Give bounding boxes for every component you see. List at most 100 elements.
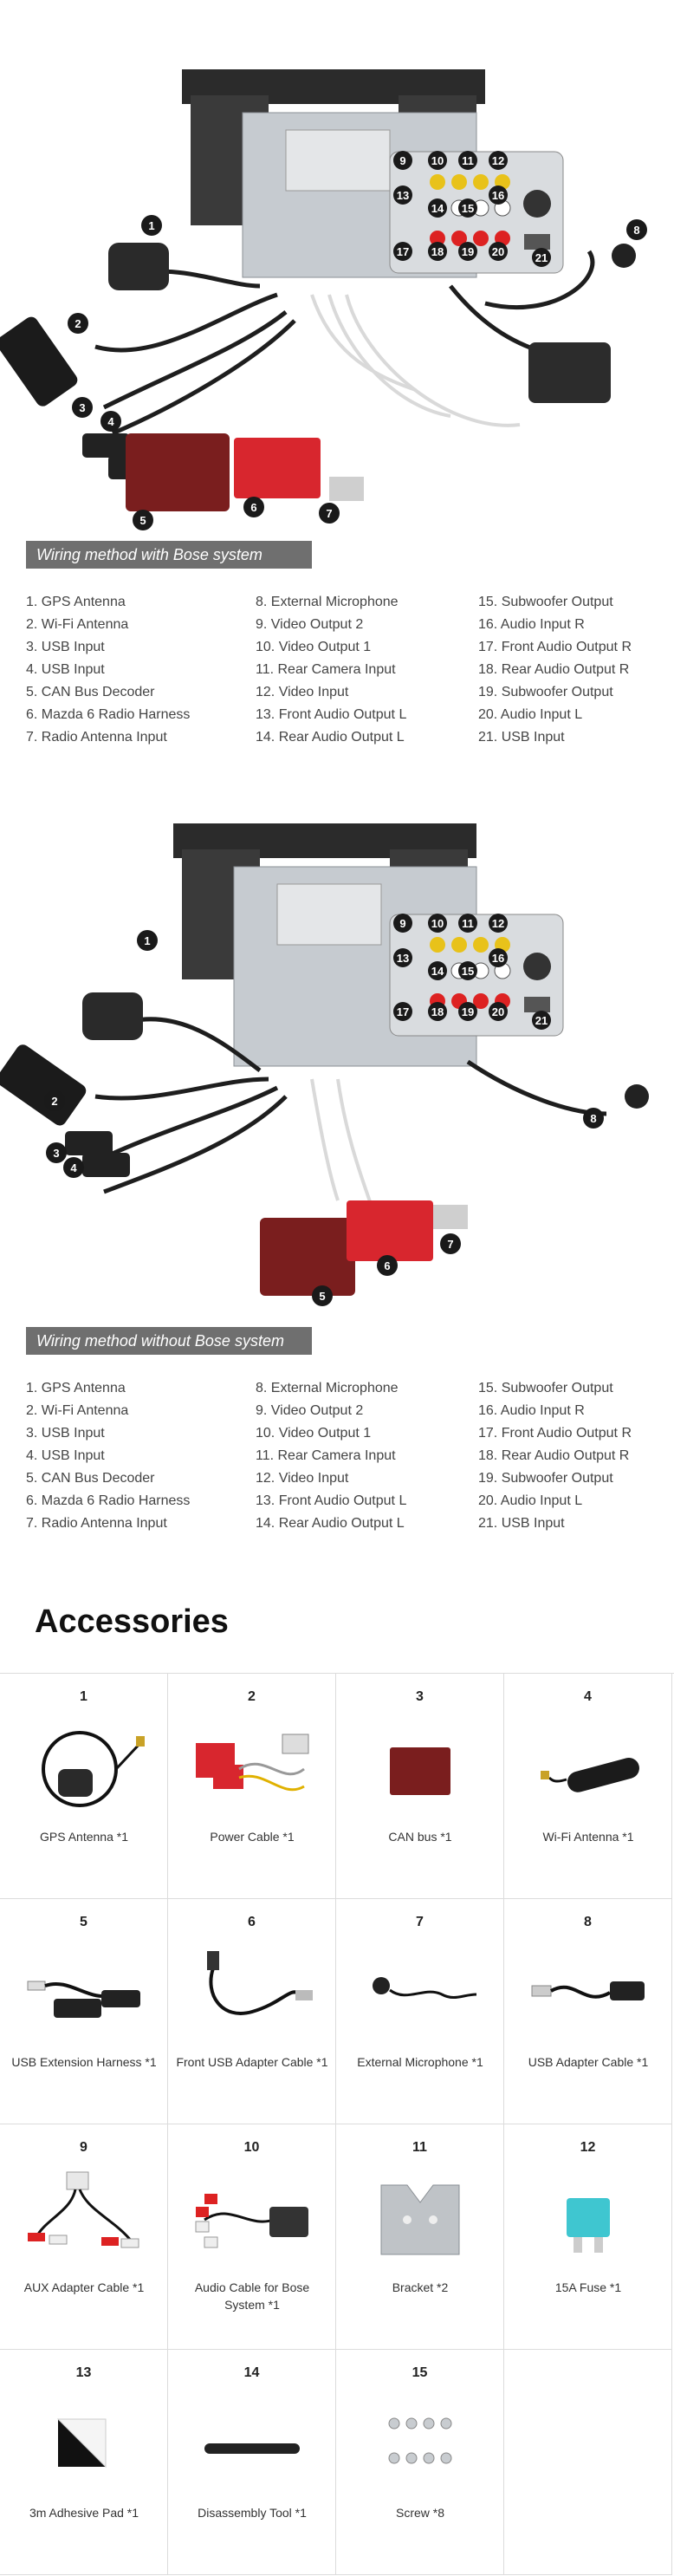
legend-item: 11. Rear Camera Input bbox=[256, 662, 396, 677]
accessories-title: Accessories bbox=[35, 1603, 229, 1640]
svg-text:18: 18 bbox=[431, 245, 444, 258]
legend-column: 8. External Microphone 9. Video Output 2… bbox=[256, 591, 406, 749]
accessory-number: 12 bbox=[580, 2140, 596, 2155]
accessory-number: 13 bbox=[75, 2365, 92, 2380]
accessory-label: USB Extension Harness *1 bbox=[11, 2055, 157, 2069]
accessory-item: 3 CAN bus *1 bbox=[336, 1674, 504, 1899]
fuse-icon bbox=[567, 2198, 610, 2253]
svg-text:20: 20 bbox=[492, 245, 504, 258]
svg-text:10: 10 bbox=[431, 917, 444, 930]
legend-item: 18. Rear Audio Output R bbox=[478, 1448, 630, 1463]
svg-text:1: 1 bbox=[148, 219, 154, 232]
accessory-number: 5 bbox=[80, 1915, 87, 1929]
gps-antenna-icon bbox=[42, 1731, 145, 1807]
legend-item: 7. Radio Antenna Input bbox=[26, 1516, 167, 1531]
svg-text:17: 17 bbox=[397, 245, 409, 258]
accessory-item: 14 Disassembly Tool *1 bbox=[168, 2350, 336, 2575]
svg-text:15: 15 bbox=[462, 965, 474, 978]
svg-text:8: 8 bbox=[590, 1112, 596, 1125]
disassembly-tool-icon bbox=[204, 2443, 300, 2454]
legend-column: 8. External Microphone 9. Video Output 2… bbox=[256, 1377, 406, 1535]
accessory-number: 6 bbox=[248, 1915, 256, 1929]
legend-item: 4. USB Input bbox=[26, 1448, 105, 1463]
legend-item: 2. Wi-Fi Antenna bbox=[26, 617, 129, 632]
legend-item: 19. Subwoofer Output bbox=[478, 1471, 613, 1486]
wiring-banner: Wiring method without Bose system bbox=[26, 1327, 312, 1355]
svg-text:2: 2 bbox=[51, 1095, 57, 1108]
accessory-item: 12 15A Fuse *1 bbox=[504, 2124, 672, 2350]
legend-item: 15. Subwoofer Output bbox=[478, 1381, 613, 1395]
legend-item: 14. Rear Audio Output L bbox=[256, 1516, 405, 1531]
legend-item: 19. Subwoofer Output bbox=[478, 685, 613, 699]
legend-column: 1. GPS Antenna 2. Wi-Fi Antenna 3. USB I… bbox=[26, 591, 190, 749]
accessory-number: 10 bbox=[243, 2140, 260, 2155]
svg-text:15: 15 bbox=[462, 202, 474, 215]
legend-item: 16. Audio Input R bbox=[478, 1403, 585, 1418]
usb-extension-icon bbox=[27, 1981, 140, 2018]
legend-item: 12. Video Input bbox=[256, 1471, 349, 1486]
accessory-label: GPS Antenna *1 bbox=[40, 1830, 128, 1844]
legend-item: 20. Audio Input L bbox=[478, 707, 583, 722]
svg-text:4: 4 bbox=[70, 1161, 77, 1174]
svg-text:14: 14 bbox=[431, 202, 444, 215]
empty-cell bbox=[504, 2350, 672, 2575]
wiring-illustration-no-bose: 1 2 3 4 5 6 7 8 9 10 11 12 13 14 15 16 1… bbox=[0, 823, 649, 1306]
svg-text:19: 19 bbox=[462, 245, 474, 258]
accessory-item: 5 USB Extension Harness *1 bbox=[0, 1899, 168, 2124]
accessory-item: 10 Audio Cable for Bose System *1 bbox=[168, 2124, 336, 2350]
svg-text:18: 18 bbox=[431, 1005, 444, 1018]
accessory-label: Screw *8 bbox=[395, 2506, 445, 2520]
accessory-item: 13 3m Adhesive Pad *1 bbox=[0, 2350, 168, 2575]
legend-item: 7. Radio Antenna Input bbox=[26, 730, 167, 745]
accessory-item: 11 Bracket *2 bbox=[336, 2124, 504, 2350]
accessory-label: Audio Cable for Bose System *1 bbox=[194, 2280, 310, 2312]
legend-item: 20. Audio Input L bbox=[478, 1493, 583, 1508]
wiring-diagram-bose: 1 2 3 4 5 6 7 8 9 10 11 12 13 14 15 16 1… bbox=[0, 0, 674, 784]
legend-item: 15. Subwoofer Output bbox=[478, 595, 613, 609]
svg-text:13: 13 bbox=[397, 189, 409, 202]
legend-item: 6. Mazda 6 Radio Harness bbox=[26, 707, 191, 722]
svg-text:16: 16 bbox=[492, 189, 504, 202]
accessory-label: AUX Adapter Cable *1 bbox=[23, 2280, 145, 2294]
legend-item: 21. USB Input bbox=[478, 1516, 565, 1531]
legend-item: 9. Video Output 2 bbox=[256, 1403, 364, 1418]
accessory-item: 1 GPS Antenna *1 bbox=[0, 1674, 168, 1899]
accessory-number: 1 bbox=[80, 1689, 87, 1704]
legend-item: 11. Rear Camera Input bbox=[256, 1448, 396, 1463]
svg-text:7: 7 bbox=[326, 507, 332, 520]
legend-item: 21. USB Input bbox=[478, 730, 565, 745]
legend-item: 5. CAN Bus Decoder bbox=[26, 685, 155, 699]
legend-item: 8. External Microphone bbox=[256, 595, 399, 609]
microphone-icon bbox=[373, 1977, 477, 2000]
accessory-label: Disassembly Tool *1 bbox=[198, 2506, 307, 2520]
legend-item: 10. Video Output 1 bbox=[256, 640, 372, 654]
legend-item: 17. Front Audio Output R bbox=[478, 640, 632, 654]
screw-icon bbox=[388, 2417, 452, 2464]
svg-text:3: 3 bbox=[53, 1147, 59, 1160]
legend-item: 12. Video Input bbox=[256, 685, 349, 699]
svg-text:9: 9 bbox=[399, 154, 405, 167]
svg-text:12: 12 bbox=[492, 917, 504, 930]
accessory-item: 2 Power Cable *1 bbox=[168, 1674, 336, 1899]
accessory-label: Wi-Fi Antenna *1 bbox=[542, 1830, 634, 1844]
legend-item: 8. External Microphone bbox=[256, 1381, 399, 1395]
svg-text:21: 21 bbox=[535, 251, 548, 264]
accessory-item: 15 Screw *8 bbox=[336, 2350, 504, 2575]
svg-text:11: 11 bbox=[462, 917, 474, 930]
svg-text:9: 9 bbox=[399, 917, 405, 930]
bose-audio-cable-icon bbox=[195, 2194, 308, 2248]
svg-text:20: 20 bbox=[492, 1005, 504, 1018]
svg-text:21: 21 bbox=[535, 1014, 548, 1027]
legend-item: 2. Wi-Fi Antenna bbox=[26, 1403, 129, 1418]
adhesive-pad-icon bbox=[56, 2418, 107, 2469]
svg-text:10: 10 bbox=[431, 154, 444, 167]
accessory-label: USB Adapter Cable *1 bbox=[528, 2055, 649, 2069]
accessory-label: 3m Adhesive Pad *1 bbox=[29, 2506, 139, 2520]
accessory-label: Bracket *2 bbox=[392, 2280, 449, 2294]
legend-item: 4. USB Input bbox=[26, 662, 105, 677]
legend-item: 16. Audio Input R bbox=[478, 617, 585, 632]
svg-text:8: 8 bbox=[633, 224, 639, 237]
accessory-item: 9 AUX Adapter Cable *1 bbox=[0, 2124, 168, 2350]
legend-item: 9. Video Output 2 bbox=[256, 617, 364, 632]
wiring-legend: 1. GPS Antenna 2. Wi-Fi Antenna 3. USB I… bbox=[26, 1377, 650, 1542]
